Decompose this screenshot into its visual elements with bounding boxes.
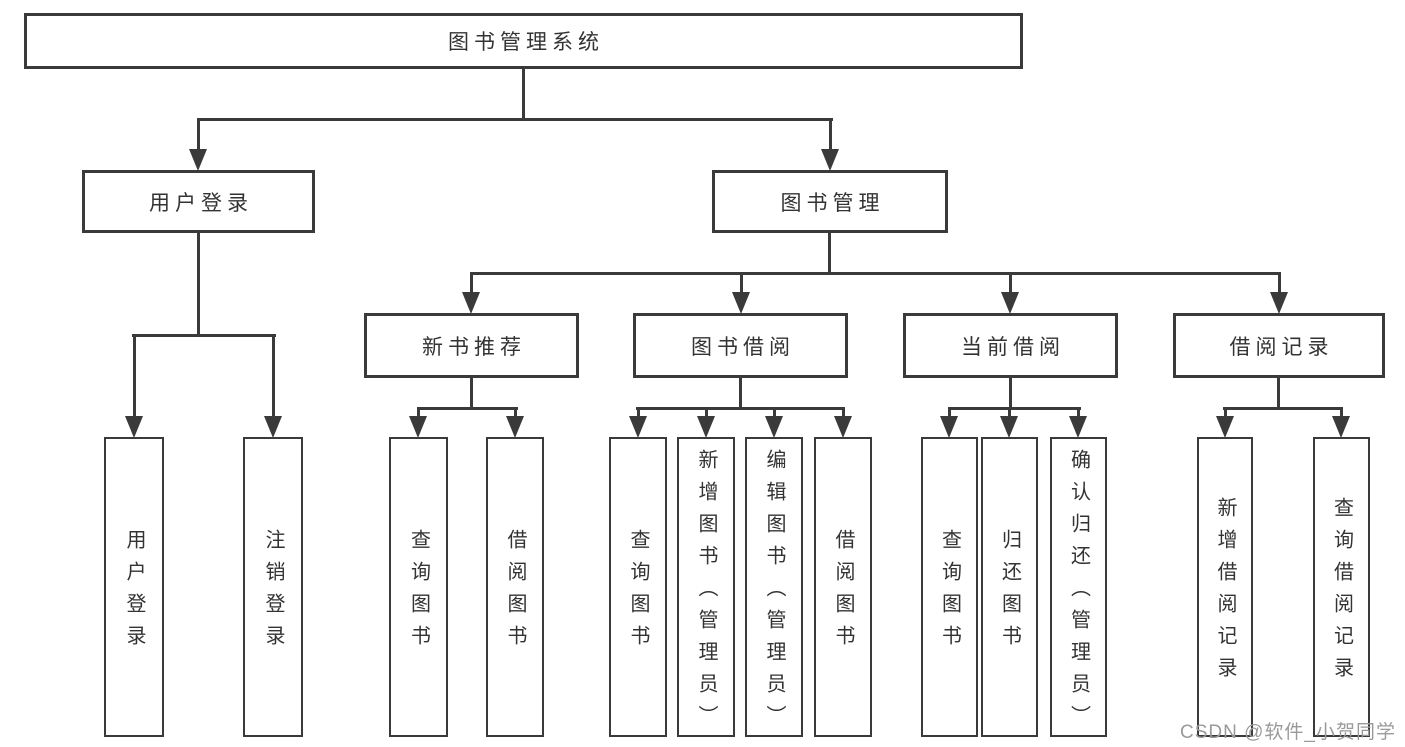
leaf-add-borrow-record-label: 新增借阅记录: [1214, 497, 1236, 689]
node-current-borrowing: 当前借阅: [903, 313, 1118, 378]
arrowhead-down-icon: [462, 292, 480, 314]
leaf-add-book-admin: 新增图书（管理员）: [677, 437, 735, 737]
connector-line: [197, 232, 200, 336]
connector-line: [636, 407, 845, 410]
connector-arrow-stem: [841, 408, 845, 418]
connector-arrow-stem: [947, 408, 951, 418]
leaf-return-book: 归还图书: [981, 437, 1038, 737]
leaf-recommend-borrow-book: 借阅图书: [486, 437, 544, 737]
arrowhead-down-icon: [189, 149, 207, 171]
arrowhead-down-icon: [1332, 416, 1350, 438]
leaf-edit-book-admin: 编辑图书（管理员）: [745, 437, 803, 737]
connector-line: [417, 407, 518, 410]
connector-line: [1277, 377, 1280, 409]
leaf-borrowing-borrow-book: 借阅图书: [814, 437, 872, 737]
node-user-login-label: 用户登录: [149, 191, 253, 215]
leaf-borrowing-borrow-book-label: 借阅图书: [832, 529, 854, 657]
node-borrowing-records-label: 借阅记录: [1229, 335, 1334, 359]
leaf-recommend-query-book: 查询图书: [389, 437, 448, 737]
leaf-recommend-borrow-book-label: 借阅图书: [504, 529, 526, 657]
node-borrowing-records: 借阅记录: [1173, 313, 1385, 378]
arrowhead-down-icon: [1069, 416, 1087, 438]
leaf-current-query-book-label: 查询图书: [938, 529, 961, 657]
arrowhead-down-icon: [697, 416, 715, 438]
connector-line: [1223, 407, 1343, 410]
leaf-edit-book-admin-label: 编辑图书（管理员）: [763, 449, 785, 737]
connector-line: [1009, 377, 1012, 409]
connector-arrow-stem: [1223, 408, 1227, 418]
node-new-book-recommend-label: 新书推荐: [422, 335, 526, 359]
leaf-user-login: 用户登录: [104, 437, 164, 737]
arrowhead-down-icon: [940, 416, 958, 438]
arrowhead-down-icon: [409, 416, 427, 438]
arrowhead-down-icon: [264, 416, 282, 438]
node-user-login: 用户登录: [82, 170, 315, 233]
leaf-add-borrow-record: 新增借阅记录: [1197, 437, 1253, 737]
leaf-logout-label: 注销登录: [262, 529, 284, 657]
connector-line: [197, 118, 833, 121]
node-book-management-label: 图书管理: [780, 191, 885, 215]
connector-arrow-stem: [1339, 408, 1343, 418]
leaf-confirm-return-admin-label: 确认归还（管理员）: [1067, 449, 1090, 737]
connector-arrow-stem: [739, 274, 743, 294]
arrowhead-down-icon: [1000, 416, 1018, 438]
arrowhead-down-icon: [125, 416, 143, 438]
connector-arrow-stem: [1008, 274, 1012, 294]
leaf-confirm-return-admin: 确认归还（管理员）: [1050, 437, 1107, 737]
connector-line: [470, 377, 473, 409]
connector-arrow-stem: [1007, 408, 1011, 418]
connector-line: [828, 232, 831, 275]
connector-line: [470, 272, 1281, 275]
node-book-management-system-label: 图书管理系统: [448, 31, 604, 54]
node-book-management: 图书管理: [712, 170, 948, 233]
connector-arrow-stem: [1277, 274, 1281, 294]
leaf-query-borrow-record-label: 查询借阅记录: [1330, 497, 1353, 689]
leaf-query-borrow-record: 查询借阅记录: [1313, 437, 1370, 737]
arrowhead-down-icon: [732, 292, 750, 314]
connector-arrow-stem: [704, 408, 708, 418]
arrowhead-down-icon: [765, 416, 783, 438]
node-book-borrowing-label: 图书借阅: [691, 335, 795, 359]
connector-arrow-stem: [196, 119, 200, 151]
arrowhead-down-icon: [821, 149, 839, 171]
connector-arrow-stem: [513, 408, 517, 418]
leaf-borrowing-query-book-label: 查询图书: [627, 529, 649, 657]
arrowhead-down-icon: [834, 416, 852, 438]
csdn-watermark: CSDN @软件_小贺同学: [1180, 722, 1396, 743]
connector-arrow-stem: [636, 408, 640, 418]
arrowhead-down-icon: [506, 416, 524, 438]
connector-line: [132, 334, 276, 337]
arrowhead-down-icon: [1001, 292, 1019, 314]
connector-arrow-stem: [1076, 408, 1080, 418]
connector-line: [948, 407, 1081, 410]
arrowhead-down-icon: [1270, 292, 1288, 314]
leaf-recommend-query-book-label: 查询图书: [407, 529, 430, 657]
arrowhead-down-icon: [629, 416, 647, 438]
connector-arrow-stem: [132, 335, 136, 418]
leaf-return-book-label: 归还图书: [998, 529, 1021, 657]
leaf-logout: 注销登录: [243, 437, 303, 737]
connector-line: [739, 377, 742, 409]
leaf-user-login-label: 用户登录: [123, 529, 145, 657]
leaf-current-query-book: 查询图书: [921, 437, 978, 737]
arrowhead-down-icon: [1216, 416, 1234, 438]
node-book-borrowing: 图书借阅: [633, 313, 848, 378]
connector-arrow-stem: [828, 119, 832, 151]
connector-line: [522, 68, 525, 120]
leaf-borrowing-query-book: 查询图书: [609, 437, 667, 737]
node-current-borrowing-label: 当前借阅: [961, 335, 1065, 359]
node-book-management-system: 图书管理系统: [24, 13, 1023, 69]
connector-arrow-stem: [772, 408, 776, 418]
connector-arrow-stem: [469, 274, 473, 294]
connector-arrow-stem: [416, 408, 420, 418]
connector-arrow-stem: [271, 335, 275, 418]
leaf-add-book-admin-label: 新增图书（管理员）: [695, 449, 717, 737]
node-new-book-recommend: 新书推荐: [364, 313, 579, 378]
